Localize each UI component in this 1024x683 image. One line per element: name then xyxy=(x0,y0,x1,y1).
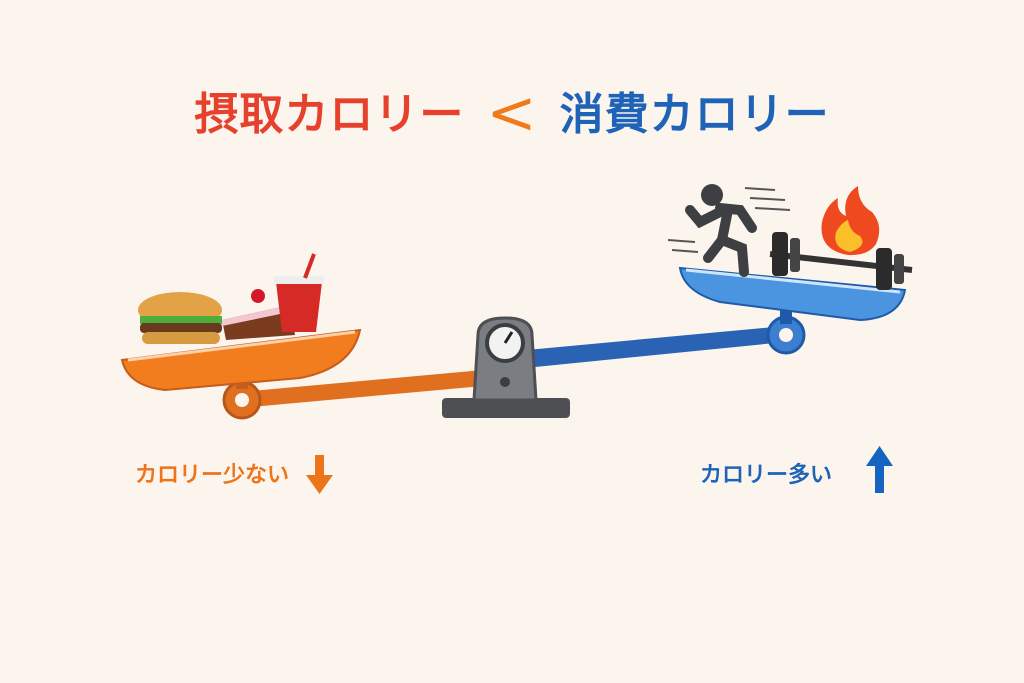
title-expenditure: 消費カロリー xyxy=(559,89,830,140)
right-pan xyxy=(678,266,907,355)
label-low-calorie: カロリー少ない xyxy=(135,463,290,488)
title-less-than: < xyxy=(486,78,538,148)
arrow-up-icon xyxy=(866,446,893,493)
left-pan xyxy=(120,328,362,420)
cake-icon xyxy=(222,289,295,340)
dumbbell-icon xyxy=(769,232,913,290)
seesaw-beam xyxy=(240,326,785,408)
burger-icon xyxy=(138,292,222,344)
arrow-down-icon xyxy=(306,455,333,494)
fire-icon xyxy=(821,186,880,256)
label-high-calorie: カロリー多い xyxy=(700,463,833,488)
page-title: 摂取カロリー < 消費カロリー xyxy=(0,78,1024,148)
scale-fulcrum-icon xyxy=(442,316,570,418)
title-intake: 摂取カロリー xyxy=(194,89,465,140)
running-person-icon xyxy=(667,184,791,277)
soft-drink-icon xyxy=(274,253,324,332)
